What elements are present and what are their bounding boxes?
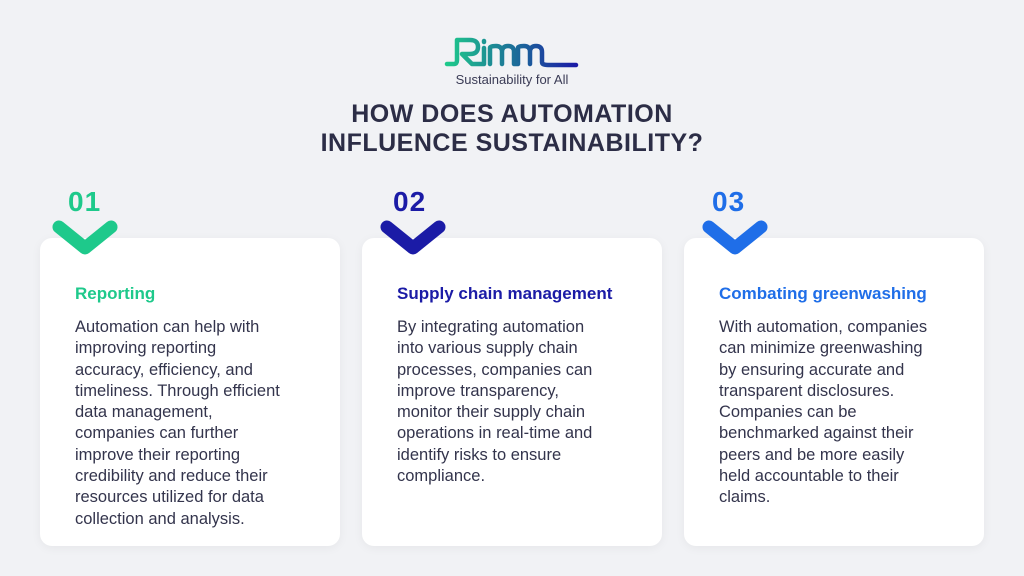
step-number-01: 01 (68, 186, 102, 217)
card-body: By integrating automation into various s… (397, 318, 593, 486)
card-body: With automation, companies can minimize … (719, 318, 928, 507)
chevron-down-icon (702, 220, 768, 255)
card-title: Reporting (75, 284, 156, 303)
card-body: Automation can help with improving repor… (75, 318, 280, 528)
card-supply-chain: Supply chain management By integrating a… (362, 238, 662, 546)
card-greenwashing: Combating greenwashing With automation, … (684, 238, 984, 546)
page-title: HOW DOES AUTOMATION INFLUENCE SUSTAINABI… (320, 100, 704, 157)
card-title: Supply chain management (397, 284, 613, 303)
step-number-03: 03 (712, 186, 746, 217)
step-number-02: 02 (393, 186, 427, 217)
brand-tagline: Sustainability for All (455, 72, 569, 87)
card-title: Combating greenwashing (719, 284, 927, 303)
card-reporting: Reporting Automation can help with impro… (40, 238, 340, 546)
chevron-down-icon (380, 220, 446, 255)
rimm-logo (444, 37, 579, 68)
chevron-down-icon (52, 220, 118, 255)
